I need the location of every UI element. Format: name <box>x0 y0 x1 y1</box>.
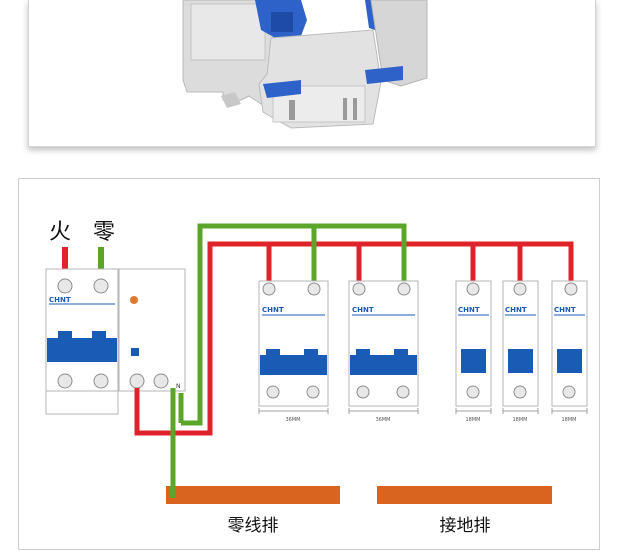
ground-busbar <box>377 486 552 504</box>
brand-label: CHNT <box>505 306 527 314</box>
neutral-busbar <box>166 486 340 504</box>
product-photo <box>28 0 596 147</box>
terminal-screw-icon <box>129 373 145 389</box>
live-bus-wire <box>134 241 574 436</box>
terminal-screw-icon <box>307 282 321 296</box>
brand-label: CHNT <box>352 306 374 314</box>
brand-label: CHNT <box>458 306 480 314</box>
ground-busbar-label: 接地排 <box>440 516 491 536</box>
toggle-handle <box>508 349 533 373</box>
terminal-screw-icon <box>397 282 411 296</box>
neutral-input-wire <box>98 247 104 273</box>
width-label: 18MM <box>513 417 528 423</box>
branch-breaker-2: CHNT 36MM <box>348 280 419 423</box>
branch-breaker-4: CHNT 18MM <box>502 280 539 423</box>
terminal-screw-icon <box>352 282 366 296</box>
terminal-screw-icon <box>562 385 576 399</box>
terminal-screw-icon <box>466 385 480 399</box>
brand-label: CHNT <box>554 306 576 314</box>
wiring-diagram-svg: 火 零 CHNT N <box>45 220 588 536</box>
breaker-photo-graphic <box>182 0 428 129</box>
width-label: 18MM <box>466 417 481 423</box>
neutral-busbar-label: 零线排 <box>228 516 279 536</box>
toggle-handle <box>350 355 417 375</box>
neutral-bus-wire <box>181 223 407 426</box>
terminal-screw-icon <box>513 385 527 399</box>
neutral-label: 零 <box>93 220 115 245</box>
live-input-wire <box>62 247 68 273</box>
width-label: 36MM <box>286 417 301 423</box>
branch-breaker-5: CHNT 18MM <box>551 280 588 423</box>
terminal-screw-icon <box>466 282 480 296</box>
indicator-icon <box>131 348 139 356</box>
main-breaker: CHNT <box>45 268 119 415</box>
toggle-handle <box>557 349 582 373</box>
branch-breaker-3: CHNT 18MM <box>455 280 492 423</box>
toggle-handle <box>461 349 486 373</box>
terminal-screw-icon <box>153 373 169 389</box>
terminal-screw-icon <box>93 278 109 294</box>
test-button-icon <box>130 296 138 304</box>
terminal-screw-icon <box>266 385 280 399</box>
terminal-screw-icon <box>306 385 320 399</box>
terminal-screw-icon <box>93 373 109 389</box>
toggle-handle <box>260 355 327 375</box>
brand-label: CHNT <box>262 306 284 314</box>
brand-label: CHNT <box>49 296 71 304</box>
terminal-screw-icon <box>262 282 276 296</box>
toggle-handle <box>47 338 117 362</box>
terminal-screw-icon <box>396 385 410 399</box>
wiring-diagram: 火 零 CHNT N <box>18 178 600 550</box>
terminal-screw-icon <box>57 373 73 389</box>
rcd-n-terminal-label: N <box>176 383 181 390</box>
terminal-screw-icon <box>57 278 73 294</box>
terminal-screw-icon <box>564 282 578 296</box>
branch-breaker-1: CHNT 36MM <box>258 280 329 423</box>
width-label: 18MM <box>562 417 577 423</box>
terminal-screw-icon <box>356 385 370 399</box>
terminal-screw-icon <box>513 282 527 296</box>
rcd-module: N <box>118 268 186 392</box>
width-label: 36MM <box>376 417 391 423</box>
live-label: 火 <box>49 220 71 245</box>
